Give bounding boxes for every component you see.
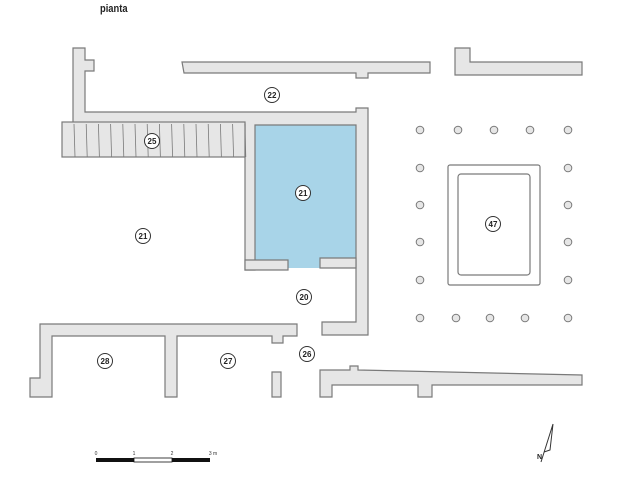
- room-label[interactable]: 28: [97, 353, 113, 369]
- room-label[interactable]: 21: [135, 228, 151, 244]
- column: [415, 275, 425, 285]
- room-label-circle: [296, 289, 312, 305]
- room-label[interactable]: 25: [144, 133, 160, 149]
- stair-step: [85, 123, 88, 158]
- room-label[interactable]: 47: [485, 216, 501, 232]
- room-number: 20: [300, 293, 309, 302]
- column: [451, 313, 461, 323]
- scale-tick-0: 0: [95, 451, 98, 457]
- room-label-circle: [485, 216, 501, 232]
- room-number: 26: [303, 350, 312, 359]
- room-labels: 22 25 21 21 47 20 26 28 27: [97, 87, 501, 369]
- north-arrow-icon: N: [537, 423, 554, 463]
- scale-tick-3: 3 m: [209, 451, 217, 457]
- column: [520, 313, 530, 323]
- room-label-circle: [135, 228, 151, 244]
- plan-title: pianta: [100, 3, 128, 15]
- stair-step: [98, 123, 100, 158]
- stair-step: [244, 123, 247, 158]
- stair-step: [171, 123, 173, 158]
- room-number: 28: [101, 357, 110, 366]
- column: [415, 125, 425, 135]
- peristyle-columns: [415, 125, 573, 323]
- column: [525, 125, 535, 135]
- room-label[interactable]: 22: [264, 87, 280, 103]
- room-label[interactable]: 27: [220, 353, 236, 369]
- stair-step: [122, 123, 125, 158]
- room-number: 21: [299, 189, 308, 198]
- room-label[interactable]: 21: [295, 185, 311, 201]
- column: [415, 200, 425, 210]
- room-label-circle: [220, 353, 236, 369]
- north-label: N: [537, 454, 542, 461]
- column: [485, 313, 495, 323]
- scale-tick-1: 1: [133, 451, 136, 457]
- column: [563, 125, 573, 135]
- scale-tick-2: 2: [171, 451, 174, 457]
- scale-bar: 0 1 2 3 m: [95, 451, 217, 463]
- impluvium-pool: [447, 164, 541, 286]
- column: [563, 163, 573, 173]
- room-label-circle: [295, 185, 311, 201]
- column: [489, 125, 499, 135]
- room-number: 27: [224, 357, 233, 366]
- column: [563, 200, 573, 210]
- room-number: 22: [268, 91, 277, 100]
- stair-step: [183, 123, 186, 158]
- column: [563, 275, 573, 285]
- stair-step: [73, 123, 76, 158]
- room-label[interactable]: 26: [299, 346, 315, 362]
- room-label[interactable]: 20: [296, 289, 312, 305]
- stair-step: [220, 123, 222, 158]
- room-number: 25: [148, 137, 157, 146]
- room-label-circle: [97, 353, 113, 369]
- walls: [29, 47, 583, 398]
- column: [563, 237, 573, 247]
- room-number: 47: [489, 220, 498, 229]
- room-number: 21: [139, 232, 148, 241]
- column: [415, 237, 425, 247]
- room-label-circle: [299, 346, 315, 362]
- stair-step: [134, 123, 137, 158]
- column: [415, 163, 425, 173]
- column: [415, 313, 425, 323]
- room-label-circle: [264, 87, 280, 103]
- room-label-circle: [144, 133, 160, 149]
- stair-step: [232, 123, 234, 158]
- stair-step: [110, 123, 112, 158]
- column: [563, 313, 573, 323]
- column: [453, 125, 463, 135]
- stair-step: [195, 123, 198, 158]
- stair-step: [207, 123, 210, 158]
